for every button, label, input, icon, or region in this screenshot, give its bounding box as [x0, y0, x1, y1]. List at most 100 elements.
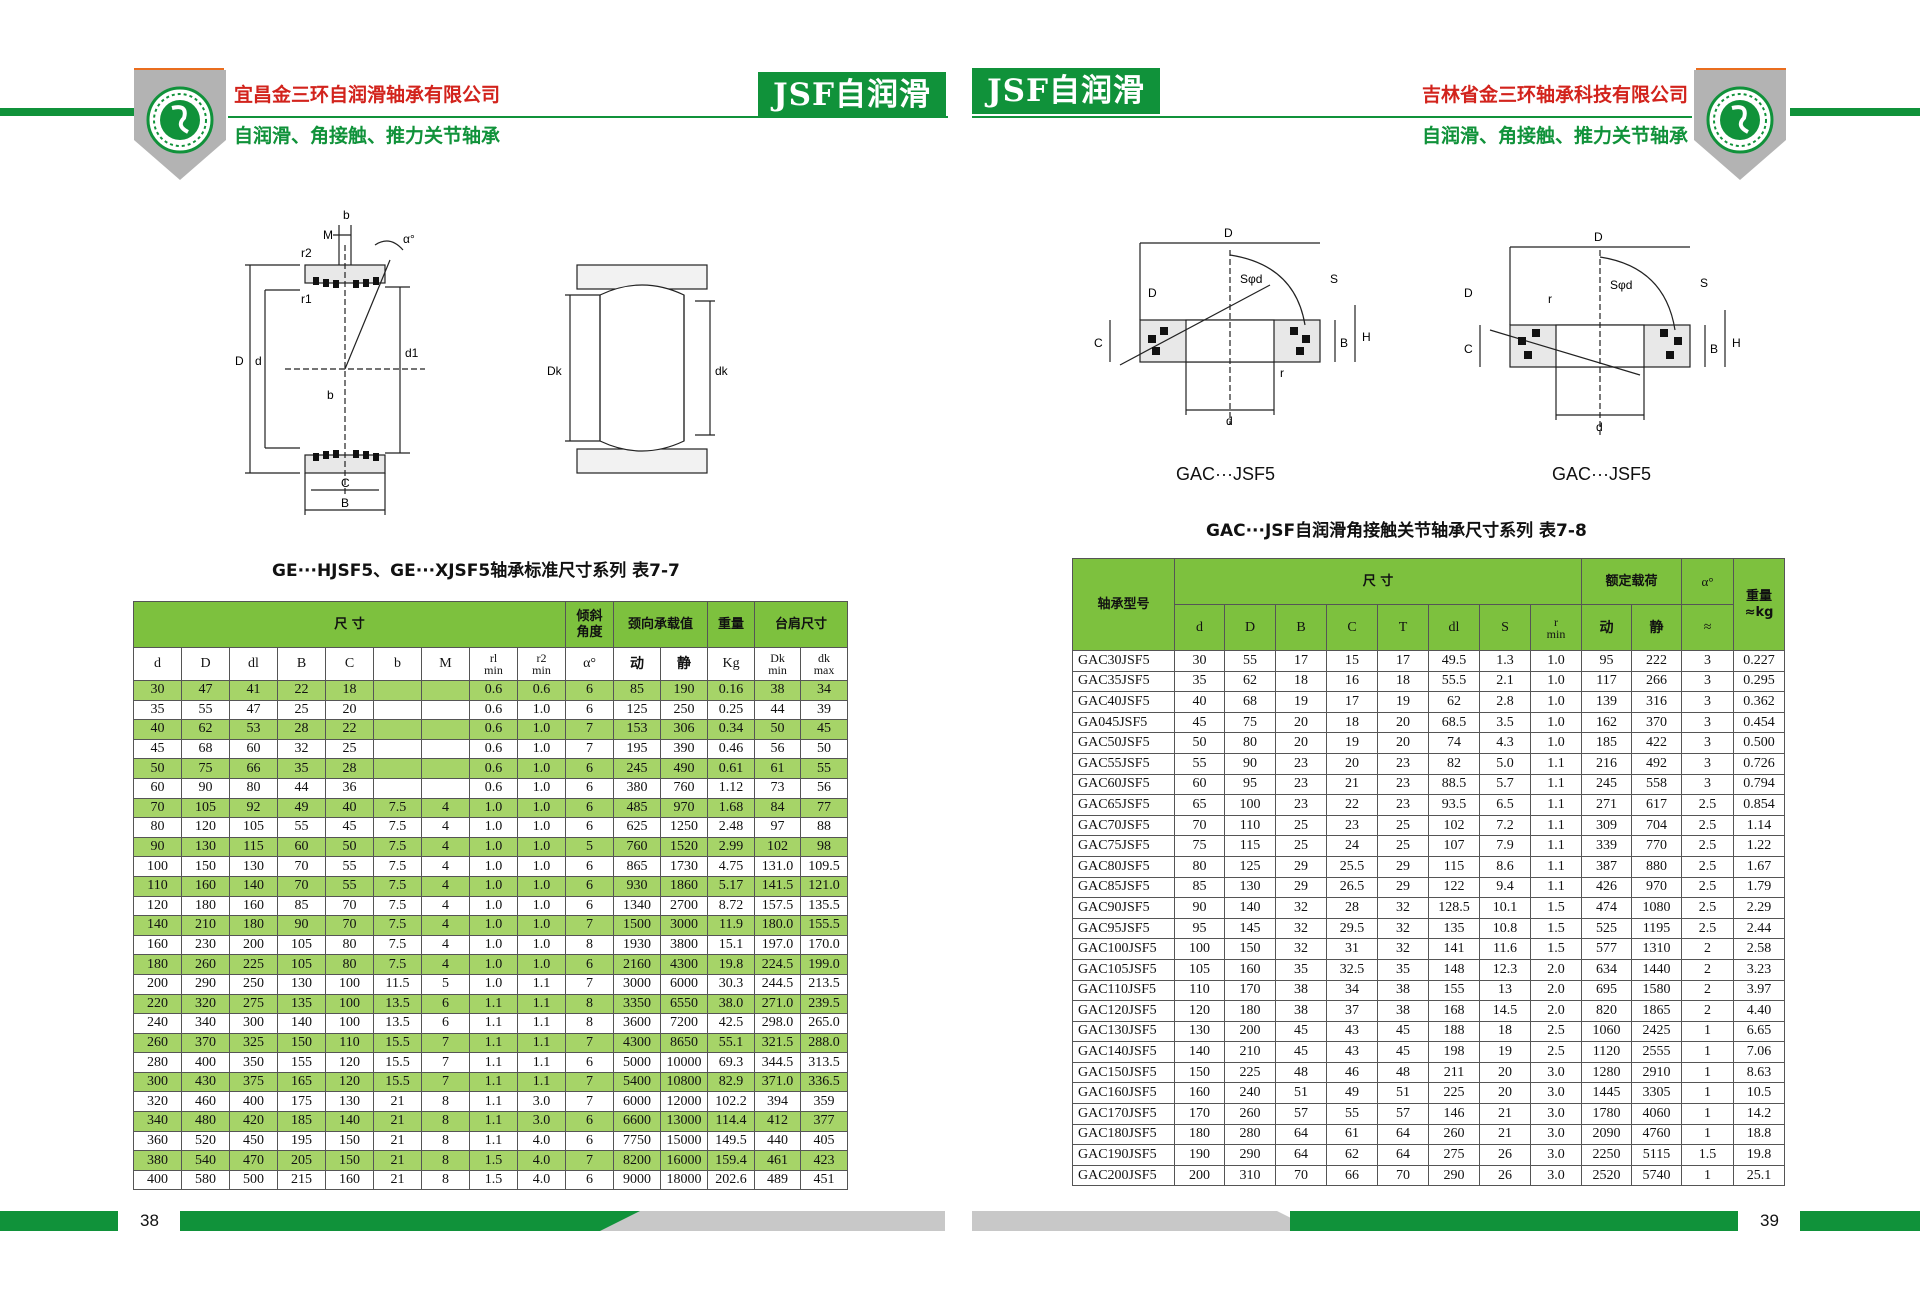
table-cell: 55 — [1326, 1103, 1378, 1125]
dim-label: S — [1330, 272, 1338, 286]
dim-label: D — [1148, 286, 1157, 300]
figure-caption: GAC···JSF5 — [1176, 464, 1275, 484]
table-cell: 306 — [660, 719, 709, 740]
table-cell: 8.63 — [1733, 1061, 1786, 1084]
table-cell: 45 — [1275, 1041, 1327, 1063]
table-cell: 105 — [277, 954, 326, 975]
table-cell: 1 — [1681, 1082, 1735, 1105]
table-cell: 3.0 — [1529, 1061, 1583, 1084]
table-cell: 7 — [421, 1052, 470, 1073]
table-cell: 339 — [1581, 835, 1633, 857]
table-cell: 213.5 — [800, 973, 849, 995]
table-cell: 400 — [181, 1052, 230, 1073]
table-cell: 10000 — [660, 1052, 709, 1073]
table-cell: 2.5 — [1681, 897, 1735, 919]
table-cell: 2910 — [1631, 1061, 1683, 1084]
table-cell: 6 — [421, 993, 470, 1015]
table-cell: 240 — [1224, 1082, 1276, 1105]
table-cell: 4 — [421, 875, 470, 897]
table-cell: 520 — [181, 1130, 230, 1152]
col-header: dl — [1428, 604, 1480, 651]
table-cell: 29 — [1377, 855, 1429, 878]
table-cell: 18 — [1377, 670, 1429, 693]
table-cell: 420 — [229, 1111, 278, 1132]
table-cell: 8 — [565, 993, 615, 1015]
table-cell: 1195 — [1631, 917, 1683, 940]
table-cell: 1.3 — [1479, 650, 1531, 672]
col-header: B — [1275, 604, 1327, 651]
table-cell: 73 — [754, 777, 802, 799]
table-cell: 180.0 — [754, 915, 802, 936]
table-cell: 19 — [1479, 1041, 1531, 1063]
table-cell: 1.0 — [469, 954, 518, 975]
table-cell: 0.854 — [1733, 794, 1786, 816]
table-cell: 155.5 — [800, 915, 849, 936]
table-cell: 15000 — [660, 1130, 709, 1152]
table-cell: 4 — [421, 934, 470, 956]
table-cell: 46 — [1326, 1061, 1378, 1084]
table-cell: 120 — [325, 1052, 374, 1073]
table-cell: 260 — [133, 1032, 182, 1054]
table-cell: 57 — [1275, 1103, 1327, 1125]
table-cell: 1.0 — [469, 817, 518, 838]
table-cell: 21 — [373, 1111, 422, 1132]
table-cell: 180 — [1224, 1000, 1276, 1022]
table-cell: 80 — [1224, 732, 1276, 754]
header-rated-load: 额定载荷 — [1581, 558, 1683, 605]
table-cell: 2.0 — [1529, 1000, 1583, 1022]
table-cell: 8.72 — [707, 895, 756, 917]
col-header: 静 — [1631, 604, 1683, 651]
table-cell: 1 — [1681, 1164, 1735, 1187]
table-cell: 1500 — [613, 915, 662, 936]
table-cell: 970 — [660, 797, 709, 819]
table-cell: 20 — [1479, 1082, 1531, 1105]
table-cell: 180 — [133, 954, 182, 975]
table-cell: 266 — [1631, 670, 1683, 693]
table-cell: 14.2 — [1733, 1103, 1786, 1125]
col-header: D — [1224, 604, 1276, 651]
table-cell: 489 — [754, 1169, 802, 1191]
table-cell: 21 — [1326, 773, 1378, 796]
table-cell: 95 — [1174, 917, 1225, 940]
table-cell: 155 — [1428, 979, 1480, 1002]
table-cell: 105 — [1174, 958, 1225, 981]
table-cell: 7.5 — [373, 856, 422, 877]
table-cell: 140 — [1224, 897, 1276, 919]
table-cell: 160 — [1174, 1082, 1225, 1105]
table-cell: 49 — [1326, 1082, 1378, 1105]
col-header: Kg — [707, 647, 756, 681]
table-cell: 185 — [277, 1111, 326, 1132]
table-cell: 40 — [1174, 691, 1225, 713]
table-cell: 45 — [1377, 1020, 1429, 1043]
table-cell — [421, 719, 470, 740]
table-cell: 109.5 — [800, 856, 849, 877]
dim-label: d — [255, 354, 262, 368]
table-cell: 820 — [1581, 1000, 1633, 1022]
table-cell: 3.0 — [1529, 1103, 1583, 1125]
table-cell: 35 — [1275, 958, 1327, 981]
table-cell: 1.1 — [1529, 752, 1583, 775]
table-cell: 23 — [1326, 814, 1378, 837]
footer-bar — [1290, 1211, 1738, 1231]
table-cell: 29 — [1275, 876, 1327, 899]
table-cell: 60 — [1174, 773, 1225, 796]
header-tilt: 倾斜 角度 — [565, 601, 615, 648]
table-cell: 4.75 — [707, 856, 756, 877]
table-cell: 1.0 — [516, 836, 567, 858]
table-cell: 10800 — [660, 1071, 709, 1093]
table-cell: 4760 — [1631, 1123, 1683, 1146]
table-cell: 2.1 — [1479, 670, 1531, 693]
table-cell: 474 — [1581, 897, 1633, 919]
table-cell: 32 — [1275, 917, 1327, 940]
table-cell: 41 — [229, 680, 278, 701]
table-cell: 5 — [421, 973, 470, 995]
table-cell: 4060 — [1631, 1103, 1683, 1125]
table-cell: 7 — [565, 1071, 615, 1093]
table-cell: 24 — [1326, 835, 1378, 857]
